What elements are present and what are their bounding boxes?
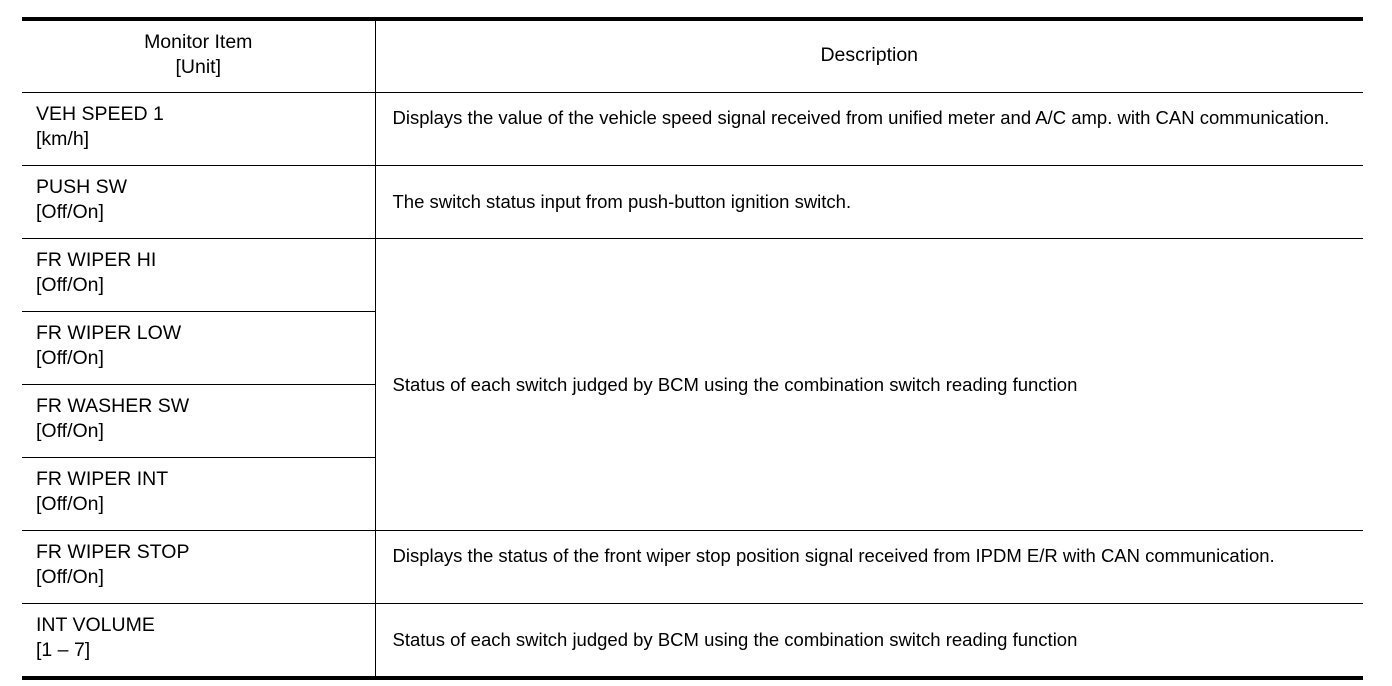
monitor-item-unit: [Off/On] xyxy=(36,274,104,296)
monitor-item-name: FR WIPER LOW xyxy=(36,322,182,344)
monitor-item-cell: VEH SPEED 1 [km/h] xyxy=(22,92,376,166)
description-cell: The switch status input from push-button… xyxy=(375,165,1363,239)
table-row: PUSH SW [Off/On] The switch status input… xyxy=(22,165,1363,239)
table-row: FR WIPER LOW [Off/On] xyxy=(22,311,1363,385)
monitor-item-name: FR WASHER SW xyxy=(36,395,190,417)
table-row: FR WIPER INT [Off/On] xyxy=(22,457,1363,531)
monitor-item-unit: [Off/On] xyxy=(36,493,104,515)
monitor-item-unit: [Off/On] xyxy=(36,420,104,442)
monitor-item-name: FR WIPER STOP xyxy=(36,541,190,563)
table-row: VEH SPEED 1 [km/h] Displays the value of… xyxy=(22,92,1363,166)
monitor-item-cell: FR WIPER INT [Off/On] xyxy=(22,457,376,531)
monitor-item-name: INT VOLUME xyxy=(36,614,155,636)
column-header-monitor-item-line1: Monitor Item xyxy=(144,31,253,53)
column-header-monitor-item-line2: [Unit] xyxy=(175,56,221,78)
monitor-item-unit: [1 – 7] xyxy=(36,639,91,661)
description-text: Displays the status of the front wiper s… xyxy=(392,545,1275,566)
description-text: Status of each switch judged by BCM usin… xyxy=(392,373,1078,395)
table-header: Monitor Item [Unit] Description xyxy=(22,19,1363,93)
monitor-item-cell: FR WASHER SW [Off/On] xyxy=(22,384,376,458)
table-row: FR WIPER STOP [Off/On] Displays the stat… xyxy=(22,530,1363,604)
table-body: VEH SPEED 1 [km/h] Displays the value of… xyxy=(22,92,1363,679)
monitor-item-table: Monitor Item [Unit] Description xyxy=(22,17,1363,680)
description-cell: Status of each switch judged by BCM usin… xyxy=(375,604,1363,679)
monitor-item-name: VEH SPEED 1 xyxy=(36,103,164,125)
description-text: The switch status input from push-button… xyxy=(392,191,852,212)
description-cell-merged: Status of each switch judged by BCM usin… xyxy=(375,238,1363,531)
table-row: INT VOLUME [1 – 7] Status of each switch… xyxy=(22,603,1363,679)
monitor-item-cell: FR WIPER HI [Off/On] xyxy=(22,238,376,312)
monitor-item-cell: FR WIPER STOP [Off/On] xyxy=(22,530,376,604)
column-header-description-label: Description xyxy=(820,44,919,66)
description-text: Status of each switch judged by BCM usin… xyxy=(392,629,1078,650)
monitor-item-unit: [Off/On] xyxy=(36,566,104,588)
description-text: Displays the value of the vehicle speed … xyxy=(392,107,1330,128)
monitor-item-name: PUSH SW xyxy=(36,176,128,198)
monitor-item-cell: FR WIPER LOW [Off/On] xyxy=(22,311,376,385)
table-row: FR WIPER HI [Off/On] Status of each swit… xyxy=(22,238,1363,531)
table-header-row: Monitor Item [Unit] Description xyxy=(22,19,1363,93)
column-header-monitor-item: Monitor Item [Unit] xyxy=(22,19,376,93)
monitor-item-unit: [Off/On] xyxy=(36,201,104,223)
monitor-item-name: FR WIPER HI xyxy=(36,249,157,271)
monitor-item-table-container: Monitor Item [Unit] Description xyxy=(22,17,1363,680)
description-cell: Displays the status of the front wiper s… xyxy=(375,530,1363,604)
monitor-item-name: FR WIPER INT xyxy=(36,468,169,490)
description-cell: Displays the value of the vehicle speed … xyxy=(375,92,1363,166)
column-header-description: Description xyxy=(375,19,1363,93)
monitor-item-cell: INT VOLUME [1 – 7] xyxy=(22,603,376,678)
table-row: FR WASHER SW [Off/On] xyxy=(22,384,1363,458)
monitor-item-unit: [Off/On] xyxy=(36,347,104,369)
monitor-item-unit: [km/h] xyxy=(36,128,90,150)
monitor-item-cell: PUSH SW [Off/On] xyxy=(22,165,376,239)
